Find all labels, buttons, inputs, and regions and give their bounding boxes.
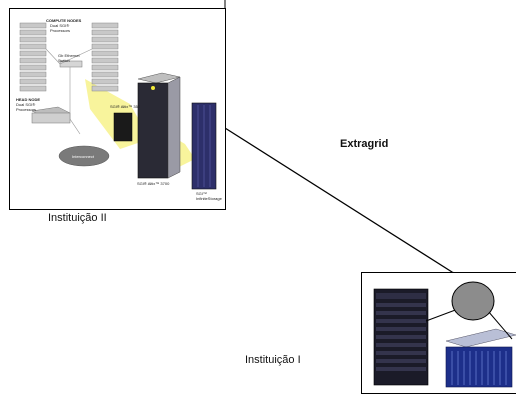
institution-1-equipment xyxy=(373,281,516,388)
institution-1-blade-top xyxy=(445,328,516,348)
interconnect-label: Interconnect xyxy=(72,154,95,159)
small-server-shape xyxy=(113,112,133,142)
storage-label: SGI™ InfiniteStorage xyxy=(196,191,222,201)
main-server-logo xyxy=(151,86,155,90)
cluster-cabling xyxy=(45,48,93,65)
extragrid-label: Extragrid xyxy=(340,138,389,150)
institution-1-frame xyxy=(361,272,516,394)
network-cloud-node xyxy=(451,281,495,321)
head-node-sub: Dual SGI® Processors xyxy=(16,102,37,112)
server-main-label: SGI® Altix™ 3700 xyxy=(137,181,170,186)
main-server-body xyxy=(137,82,169,179)
head-node-base xyxy=(31,112,71,124)
tower-to-cloud-line xyxy=(425,308,459,322)
extragrid-link-line xyxy=(224,127,453,273)
server-left-label: SGI® Altix™ 350 xyxy=(110,104,141,109)
institution-2-frame: COMPUTE NODES Dual SGI® Processors Gb Et… xyxy=(9,8,226,210)
institution-1-blade-enclosure xyxy=(445,346,513,388)
institution-1-label: Instituição I xyxy=(245,354,301,366)
main-server-side xyxy=(167,76,181,179)
cloud-to-blade-line xyxy=(487,310,513,340)
compute-nodes-sub: Dual SGI® Processors xyxy=(50,23,71,33)
compute-nodes-left-stack xyxy=(19,22,47,92)
institution-2-cluster-diagram xyxy=(19,22,217,190)
compute-nodes-right-stack xyxy=(91,22,119,92)
interconnect-ellipse xyxy=(58,145,110,167)
gb-switch-label: Gb Ethernet Switch xyxy=(58,53,80,63)
compute-nodes-label: COMPUTE NODES xyxy=(46,18,82,23)
institution-2-label: Instituição II xyxy=(48,212,107,224)
head-node-label: HEAD NODE xyxy=(16,97,41,102)
cluster-cabling-2 xyxy=(69,67,81,135)
